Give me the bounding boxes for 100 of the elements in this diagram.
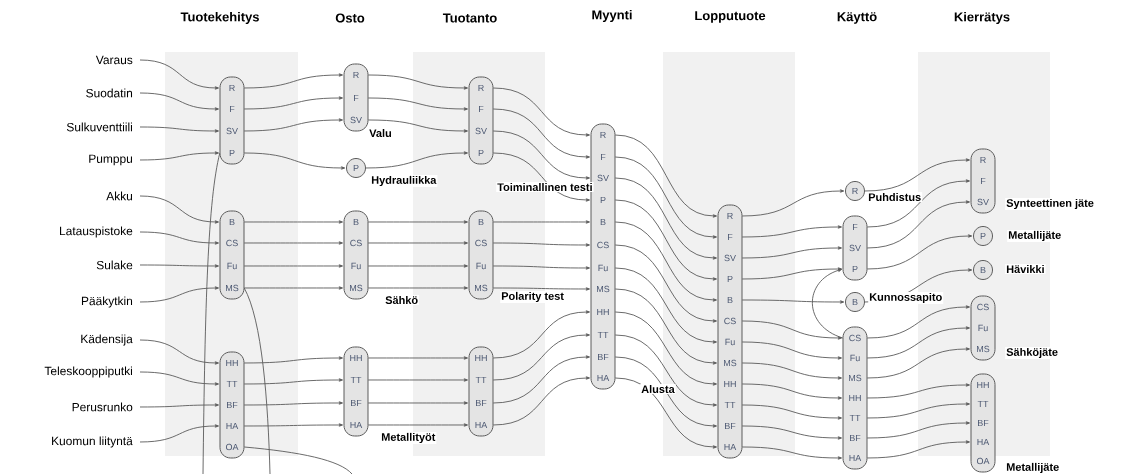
arrow [492,242,590,247]
letter-code: TT [226,380,238,388]
arrow [492,108,590,159]
arrow [741,446,842,460]
component-label: Akku [106,191,132,201]
column-heading: Kierrätys [954,11,1010,25]
letter-code: HH [226,359,238,367]
letter-code: HH [849,394,861,402]
letter-code: HA [475,421,488,429]
arrow [139,403,219,408]
arrow [367,241,468,245]
letter-code: CS [597,241,609,249]
circle-node: R [845,181,865,201]
column-heading: Lopputuote [695,11,766,23]
arrow [243,241,343,245]
arrow [866,383,970,399]
arrow [741,246,842,259]
arrow [367,356,468,360]
letter-code: MS [977,345,990,353]
column-heading: Käyttö [837,12,877,24]
capsule-box [343,210,369,300]
capsule-box [970,148,996,214]
circle-node: P [973,226,993,246]
letter-code: R [353,71,359,79]
letter-code: B [353,218,359,226]
letter-code: CS [977,303,989,311]
arrow [367,74,468,90]
column-heading: Myynti [592,9,632,23]
letter-code: BF [978,419,989,427]
letter-code: F [981,177,986,185]
arrow [367,119,468,133]
arrow [492,376,590,426]
circle-node: P [346,158,366,178]
component-label: Kuomun liityntä [52,436,133,448]
letter-code: R [727,212,733,220]
component-label: Sulkuventtiili [66,122,132,132]
letter-code: R [478,84,484,92]
arrow [614,311,717,386]
letter-code: HH [597,308,609,316]
arrow [614,267,717,344]
letter-code: Fu [725,338,735,346]
letter-code: CS [849,334,861,342]
arrow [243,73,343,89]
group-label: Kunnossapito [868,291,944,305]
arrow [139,231,219,245]
arrow [866,421,970,439]
arrow [741,341,842,360]
letter-code: Fu [850,354,860,362]
arrow [741,383,842,400]
group-label: Hävikki [1005,263,1046,274]
letter-code: SV [475,127,487,135]
component-label: Pumppu [89,154,132,166]
column-heading: Tuotanto [442,13,497,23]
letter-code: MS [350,284,363,292]
arrow [866,347,970,379]
arrow [367,401,468,405]
letter-code: F [853,223,858,231]
arrow [243,96,343,110]
letter-code: SV [350,116,362,124]
capsule-box [468,346,494,437]
arrow [492,310,590,359]
arrow [866,179,970,228]
group-label: Alusta [640,383,676,394]
arrow [866,305,970,339]
letter-code: P [600,196,606,204]
arrow [741,225,842,238]
letter-code: R [229,84,235,92]
arrow [367,264,468,268]
letter-code: HH [350,354,362,362]
column-heading: Tuotekehitys [180,11,259,25]
letter-code: BF [598,353,609,361]
capsule-box [219,351,245,459]
arrow [614,199,717,281]
arrow [243,152,346,170]
arrow [243,286,343,290]
letter-code: HH [977,381,989,389]
letter-code: MS [849,374,862,382]
arrow [243,118,343,132]
group-label: Valu [368,127,393,138]
arrow [367,286,468,290]
letter-code: HH [475,354,487,362]
arrow [492,287,590,291]
letter-code: CS [724,317,736,325]
arrow [741,189,845,217]
letter-code: MS [597,285,610,293]
letter-code: SV [977,198,989,206]
arrow [139,424,219,443]
group-label: Puhdistus [867,191,923,202]
letter-code: MS [226,284,239,292]
capsule-box [842,326,868,470]
arrow [614,356,717,428]
letter-code: SV [724,254,736,262]
letter-code: TT [597,331,609,339]
component-label: Suodatin [86,88,133,98]
circle-node: B [973,260,993,280]
arrow [866,326,970,359]
arrow [811,268,844,339]
arrow [614,221,717,302]
letter-code: BF [476,399,487,407]
letter-code: SV [597,174,609,182]
